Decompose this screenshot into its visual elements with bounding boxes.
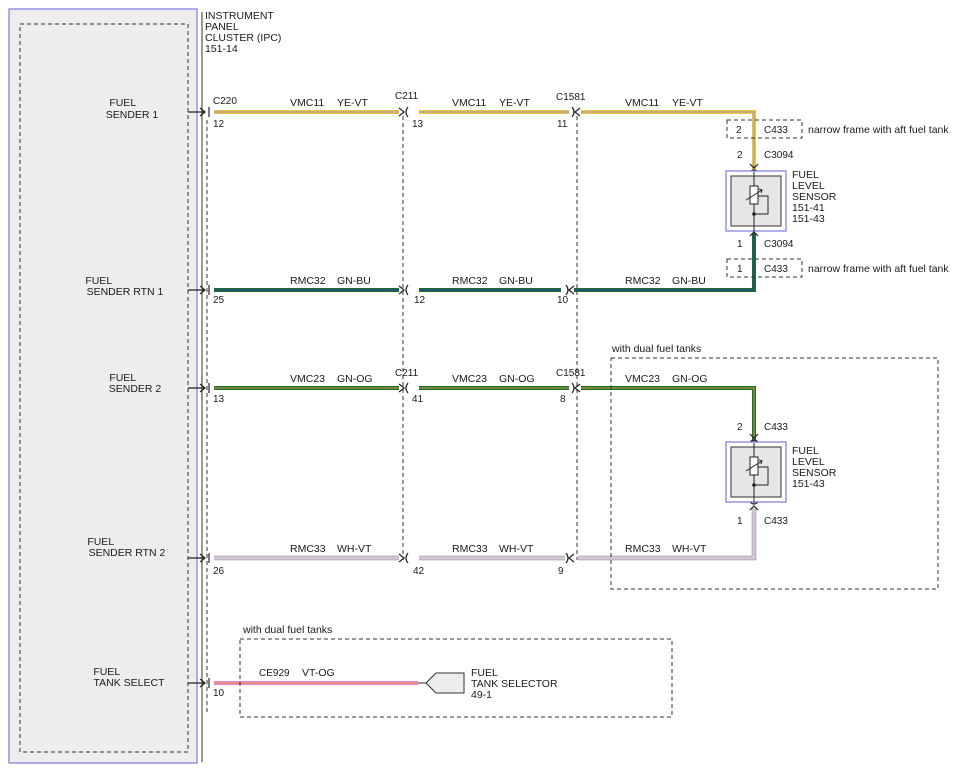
color-wh-vt-2: WH-VT: [499, 543, 534, 555]
signal-fuel-sender-rtn-2: FUEL SENDER RTN 2: [87, 536, 165, 559]
pin-12-c220: 12: [213, 119, 225, 130]
circuit-vmc11-3: VMC11: [625, 97, 659, 109]
pin-13-c220: 13: [213, 394, 225, 405]
fuel-level-sensor-1: [725, 170, 787, 232]
conn-ce929: CE929: [259, 668, 290, 679]
pin-10-tank-select: 10: [213, 688, 225, 699]
dual-tanks-region-1: [610, 357, 939, 590]
color-gn-bu-3: GN-BU: [672, 275, 706, 287]
pin-9: 9: [558, 566, 564, 577]
c433-box-2: [726, 258, 803, 278]
circuit-rmc33-1: RMC33: [290, 543, 326, 555]
conn-c3094-bottom: C3094: [764, 239, 794, 250]
ipc-pin-glyphs: [188, 107, 210, 688]
dual-tanks-region-2: [239, 638, 673, 718]
conn-c433-box1: C433: [764, 125, 788, 136]
pin-41: 41: [412, 394, 424, 405]
selector-label: FUEL TANK SELECTOR 49-1: [471, 667, 560, 701]
circuit-rmc32-2: RMC32: [452, 275, 488, 287]
conn-c1581-mid: C1581: [556, 368, 586, 379]
sensor2-label: FUEL LEVEL SENSOR 151-43: [792, 445, 839, 490]
c433-box-1: [726, 119, 803, 139]
color-wh-vt-3: WH-VT: [672, 543, 707, 555]
conn-c211-top: C211: [395, 91, 419, 102]
circuit-vmc23-1: VMC23: [290, 373, 325, 385]
pin-2-c3094: 2: [737, 150, 743, 161]
pin-42: 42: [413, 566, 425, 577]
pin-11-c1581: 11: [557, 119, 568, 130]
fuel-level-sensor-2: [725, 441, 787, 503]
color-ye-vt-1: YE-VT: [337, 97, 369, 109]
pin-8: 8: [560, 394, 566, 405]
color-gn-bu-2: GN-BU: [499, 275, 533, 287]
pin-13-c211: 13: [412, 119, 424, 130]
color-wh-vt-1: WH-VT: [337, 543, 372, 555]
circuit-rmc32-1: RMC32: [290, 275, 326, 287]
signal-fuel-sender-2: FUEL SENDER 2: [109, 372, 162, 395]
note-narrow-frame-2: narrow frame with aft fuel tank: [808, 263, 949, 275]
fuel-tank-selector-shape: [418, 672, 465, 694]
module-title: INSTRUMENT PANEL CLUSTER (IPC) 151-14: [205, 10, 284, 55]
note-dual-tanks-2: with dual fuel tanks: [242, 624, 332, 636]
wire-rmc33: [214, 508, 757, 561]
conn-c433-bottom2: C433: [764, 516, 788, 527]
color-ye-vt-3: YE-VT: [672, 97, 704, 109]
conn-c1581-top: C1581: [556, 92, 586, 103]
color-gn-og-2: GN-OG: [499, 373, 535, 385]
color-ye-vt-2: YE-VT: [499, 97, 531, 109]
circuit-vmc11-2: VMC11: [452, 97, 486, 109]
wire-vmc11: [214, 110, 756, 172]
note-dual-tanks-1: with dual fuel tanks: [611, 343, 701, 355]
pin-1-c3094: 1: [737, 239, 743, 250]
conn-c220: C220: [213, 96, 237, 107]
ipc-module-frame: [8, 8, 198, 764]
wire-rmc32: [214, 233, 756, 292]
pin-2-c433-sensor2: 2: [737, 422, 743, 433]
color-gn-og-1: GN-OG: [337, 373, 373, 385]
circuit-vmc23-2: VMC23: [452, 373, 487, 385]
pin-26: 26: [213, 566, 225, 577]
color-gn-bu-1: GN-BU: [337, 275, 371, 287]
pin-1-c433-sensor2: 1: [737, 516, 743, 527]
note-narrow-frame-1: narrow frame with aft fuel tank: [808, 124, 949, 136]
conn-c433-top2: C433: [764, 422, 788, 433]
color-gn-og-3: GN-OG: [672, 373, 708, 385]
sensor1-label: FUEL LEVEL SENSOR 151-41 151-43: [792, 169, 839, 225]
color-vt-og: VT-OG: [302, 667, 335, 679]
inline-connector-glyphs: [398, 106, 581, 564]
pin-10: 10: [557, 295, 569, 306]
signal-fuel-sender-rtn-1: FUEL SENDER RTN 1: [85, 275, 163, 298]
circuit-rmc32-3: RMC32: [625, 275, 661, 287]
wire-vmc23: [214, 386, 756, 442]
pin-1-c433-box2: 1: [737, 264, 743, 275]
circuit-vmc11-1: VMC11: [290, 97, 324, 109]
conn-c3094-top: C3094: [764, 150, 794, 161]
pin-12-c211: 12: [414, 295, 426, 306]
signal-fuel-tank-select: FUEL TANK SELECT: [93, 666, 165, 689]
pin-25: 25: [213, 295, 225, 306]
circuit-rmc33-2: RMC33: [452, 543, 488, 555]
conn-c211-mid: C211: [395, 368, 419, 379]
conn-c433-box2: C433: [764, 264, 788, 275]
signal-fuel-sender-1: FUEL SENDER 1: [106, 97, 159, 121]
circuit-rmc33-3: RMC33: [625, 543, 661, 555]
circuit-vmc23-3: VMC23: [625, 373, 660, 385]
pin-2-c433-box1: 2: [736, 125, 742, 136]
